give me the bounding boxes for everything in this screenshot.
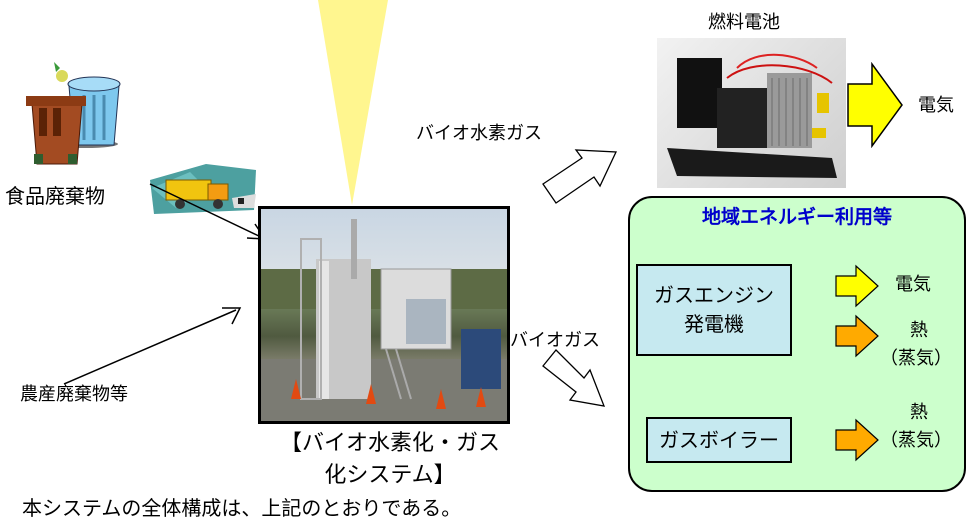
- biogas-label: バイオガス: [510, 330, 600, 351]
- gas-engine-label-line1: ガスエンジン: [654, 283, 774, 307]
- agri-waste-input-arrow: [63, 307, 242, 385]
- hydrogen-gas-arrow: [542, 149, 618, 204]
- heat-output-sub-2: （蒸気）: [880, 430, 952, 451]
- system-label-line2: 化システム】: [324, 462, 456, 488]
- caption-text: 本システムの全体構成は、上記のとおりである。: [22, 496, 462, 520]
- heat-output-sub-1: （蒸気）: [880, 348, 952, 369]
- electricity-output-label: 電気: [895, 274, 931, 295]
- electricity-label-top: 電気: [918, 95, 954, 116]
- bio-hydrogen-gas-label: バイオ水素ガス: [416, 123, 542, 144]
- agri-waste-label: 農産廃棄物等: [20, 384, 128, 405]
- biogas-arrow: [542, 349, 606, 407]
- trash-bins-icon: [26, 62, 121, 165]
- system-label-line1: 【バイオ水素化・ガス: [279, 431, 500, 456]
- electricity-output-arrow: [835, 264, 879, 308]
- fuel-cell-photo: [657, 38, 846, 188]
- food-waste-label: 食品廃棄物: [5, 184, 105, 208]
- heat-output-arrow-2: [835, 418, 879, 462]
- gas-engine-generator-box: ガスエンジン 発電機: [636, 264, 792, 356]
- regional-energy-title: 地域エネルギー利用等: [701, 206, 892, 228]
- spotlight-beam: [318, 0, 388, 205]
- fuel-cell-label: 燃料電池: [708, 12, 780, 33]
- heat-output-label-2: 熱: [910, 402, 928, 423]
- system-label: 【バイオ水素化・ガス 化システム】: [200, 428, 580, 492]
- heat-output-arrow-1: [835, 314, 879, 358]
- bio-hydrogen-system-photo: [258, 206, 510, 424]
- heat-output-label-1: 熱: [910, 320, 928, 341]
- gas-boiler-box: ガスボイラー: [646, 417, 792, 463]
- garbage-truck-icon: [150, 164, 256, 214]
- electricity-arrow-top: [847, 62, 903, 148]
- gas-engine-label-line2: 発電機: [684, 312, 744, 336]
- food-waste-input-arrow: [149, 183, 267, 240]
